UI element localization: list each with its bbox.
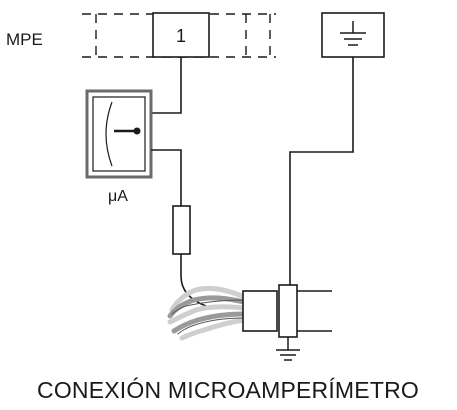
mpe-label: MPE: [6, 30, 43, 49]
ground-symbol-icon: [276, 337, 300, 361]
resistor-icon: [172, 205, 191, 255]
wire-meter-to-resistor: [151, 149, 182, 206]
meter-unit-label: μA: [108, 188, 128, 205]
terminal-1-box: [152, 12, 210, 58]
wire-terminal-to-meter: [151, 57, 182, 114]
diagram-caption: CONEXIÓN MICROAMPERÍMETRO: [37, 377, 419, 403]
microammeter-icon: [85, 89, 153, 179]
wire-ground-to-clamp: [289, 57, 354, 290]
cable-icon: [167, 284, 332, 341]
ground-box: [321, 12, 385, 58]
ground-symbol-icon: [340, 21, 366, 46]
terminal-1-label: 1: [176, 26, 186, 46]
